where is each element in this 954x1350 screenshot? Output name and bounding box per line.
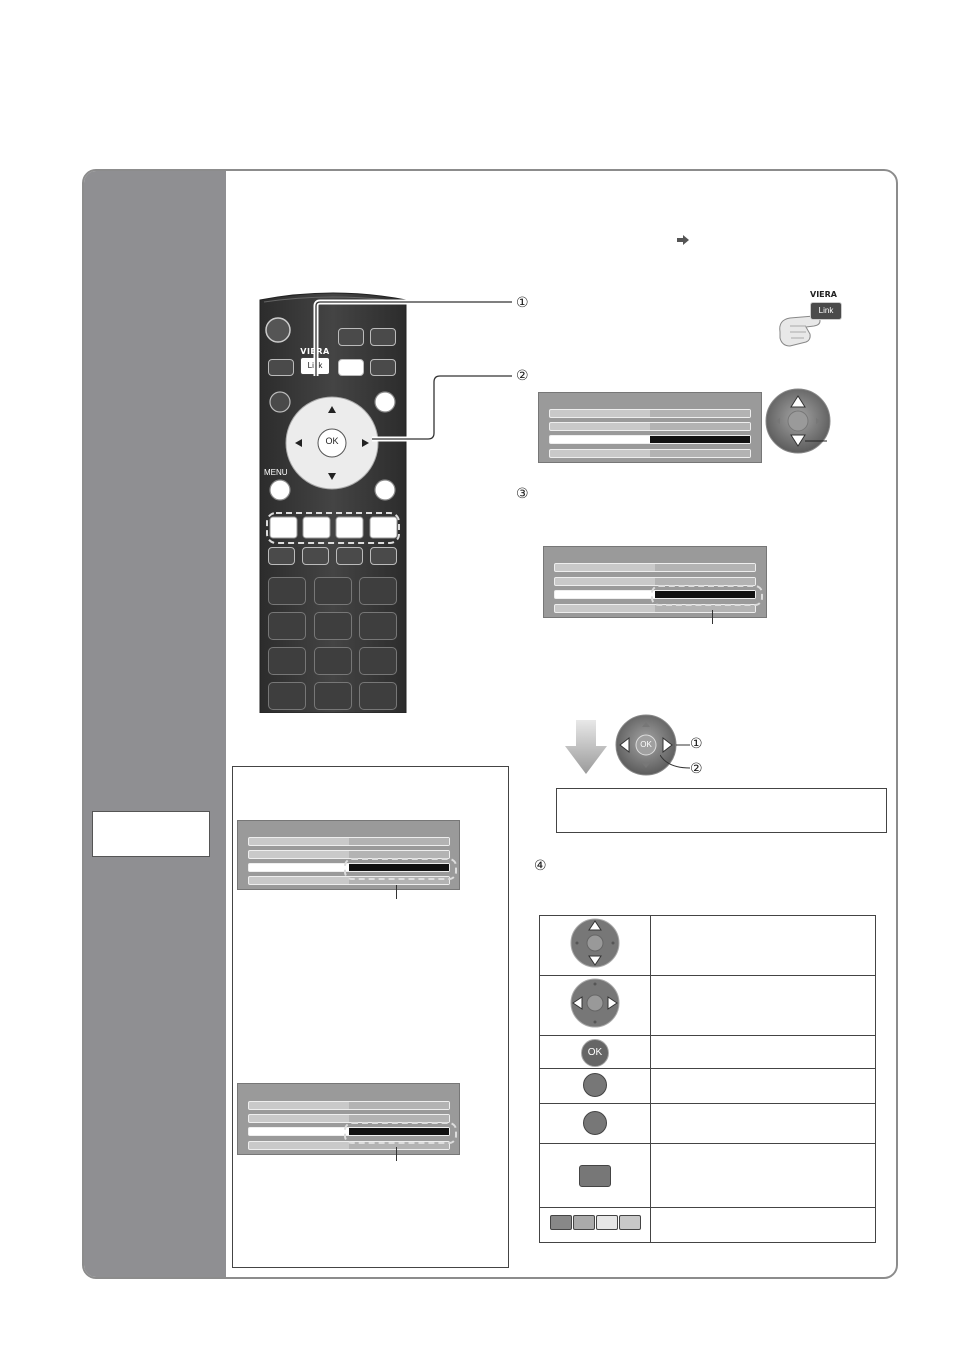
number-button[interactable]: [268, 577, 306, 605]
legend-desc: [650, 915, 876, 976]
color-button-icon: [595, 1215, 618, 1230]
menu-screen: [237, 820, 460, 890]
legend-icon-cell: [539, 1143, 651, 1208]
legend-desc: [650, 975, 876, 1036]
button-legend-table: OK: [539, 915, 876, 1243]
remote-button[interactable]: [336, 547, 363, 565]
remote-button[interactable]: [338, 328, 364, 346]
rect-button-icon: [579, 1165, 611, 1187]
legend-row: [539, 1103, 876, 1144]
number-button[interactable]: [314, 612, 352, 640]
callout-lines: [313, 299, 512, 442]
number-button[interactable]: [314, 577, 352, 605]
remote-button[interactable]: [302, 547, 329, 565]
ok-button-icon: OK: [581, 1039, 609, 1067]
menu-screen: [237, 1083, 460, 1155]
legend-desc: [650, 1035, 876, 1069]
viera-link-hand-icon: VIERA Link: [776, 290, 846, 352]
pointer-line: [712, 610, 713, 624]
step-4-number: ④: [534, 858, 547, 874]
legend-icon-cell: [539, 915, 651, 976]
number-button[interactable]: [359, 682, 397, 710]
legend-desc: [650, 1207, 876, 1243]
callout-lines: [660, 744, 691, 769]
menu-label: MENU: [264, 468, 288, 477]
legend-desc: [650, 1143, 876, 1208]
dpad-up-down-icon: [570, 918, 620, 968]
round-button-icon: [583, 1073, 607, 1097]
legend-row: [539, 1143, 876, 1208]
color-button-icon: [618, 1215, 641, 1230]
number-button[interactable]: [314, 647, 352, 675]
remote-button[interactable]: [268, 359, 294, 376]
number-button[interactable]: [359, 577, 397, 605]
step-2-number: ②: [516, 368, 529, 384]
legend-row: OK: [539, 1035, 876, 1069]
number-button[interactable]: [268, 612, 306, 640]
down-arrow-icon: [565, 720, 607, 774]
dpad-ok-icon: OK: [614, 713, 678, 777]
number-button[interactable]: [359, 612, 397, 640]
menu-screen: [543, 546, 767, 618]
dpad-down-icon: [765, 388, 831, 454]
legend-desc: [650, 1068, 876, 1104]
ok-button[interactable]: OK: [325, 436, 339, 446]
number-button[interactable]: [359, 647, 397, 675]
ok-label: OK: [640, 740, 652, 749]
right-arrow-icon: [677, 235, 689, 245]
color-button-icon: [572, 1215, 595, 1230]
note-box: [556, 788, 887, 833]
dpad-left-right-icon: [570, 978, 620, 1028]
pointer-line: [396, 1147, 397, 1161]
legend-icon-cell: [539, 1207, 651, 1243]
remote-button[interactable]: [268, 547, 295, 565]
step-1-number: ①: [516, 295, 529, 311]
legend-row: [539, 1207, 876, 1243]
legend-desc: [650, 1103, 876, 1144]
legend-row: [539, 975, 876, 1036]
remote-button[interactable]: [338, 359, 364, 376]
number-button[interactable]: [268, 647, 306, 675]
legend-icon-cell: [539, 1103, 651, 1144]
link-label: Link: [810, 302, 842, 320]
round-button-icon: [583, 1110, 607, 1135]
legend-row: [539, 915, 876, 976]
step-3-number: ③: [516, 486, 529, 502]
remote-button[interactable]: [370, 547, 397, 565]
remote-button[interactable]: [370, 328, 396, 346]
callout-1: ①: [690, 736, 703, 752]
viera-logo: VIERA: [810, 290, 837, 299]
inset-box: [232, 766, 509, 1268]
number-button[interactable]: [314, 682, 352, 710]
pointer-line: [396, 885, 397, 899]
remote-button[interactable]: [370, 359, 396, 376]
remote-control: VIERA Link OK MENU: [258, 290, 408, 713]
legend-row: [539, 1068, 876, 1104]
legend-icon-cell: [539, 975, 651, 1036]
color-button-icon: [549, 1215, 572, 1230]
number-button[interactable]: [268, 682, 306, 710]
legend-icon-cell: OK: [539, 1035, 651, 1069]
menu-screen: [538, 392, 762, 463]
callout-2: ②: [690, 761, 703, 777]
sidebar: [84, 171, 226, 1277]
content-panel: [82, 169, 898, 1279]
sidebar-label-box: [92, 811, 210, 857]
legend-icon-cell: [539, 1068, 651, 1104]
